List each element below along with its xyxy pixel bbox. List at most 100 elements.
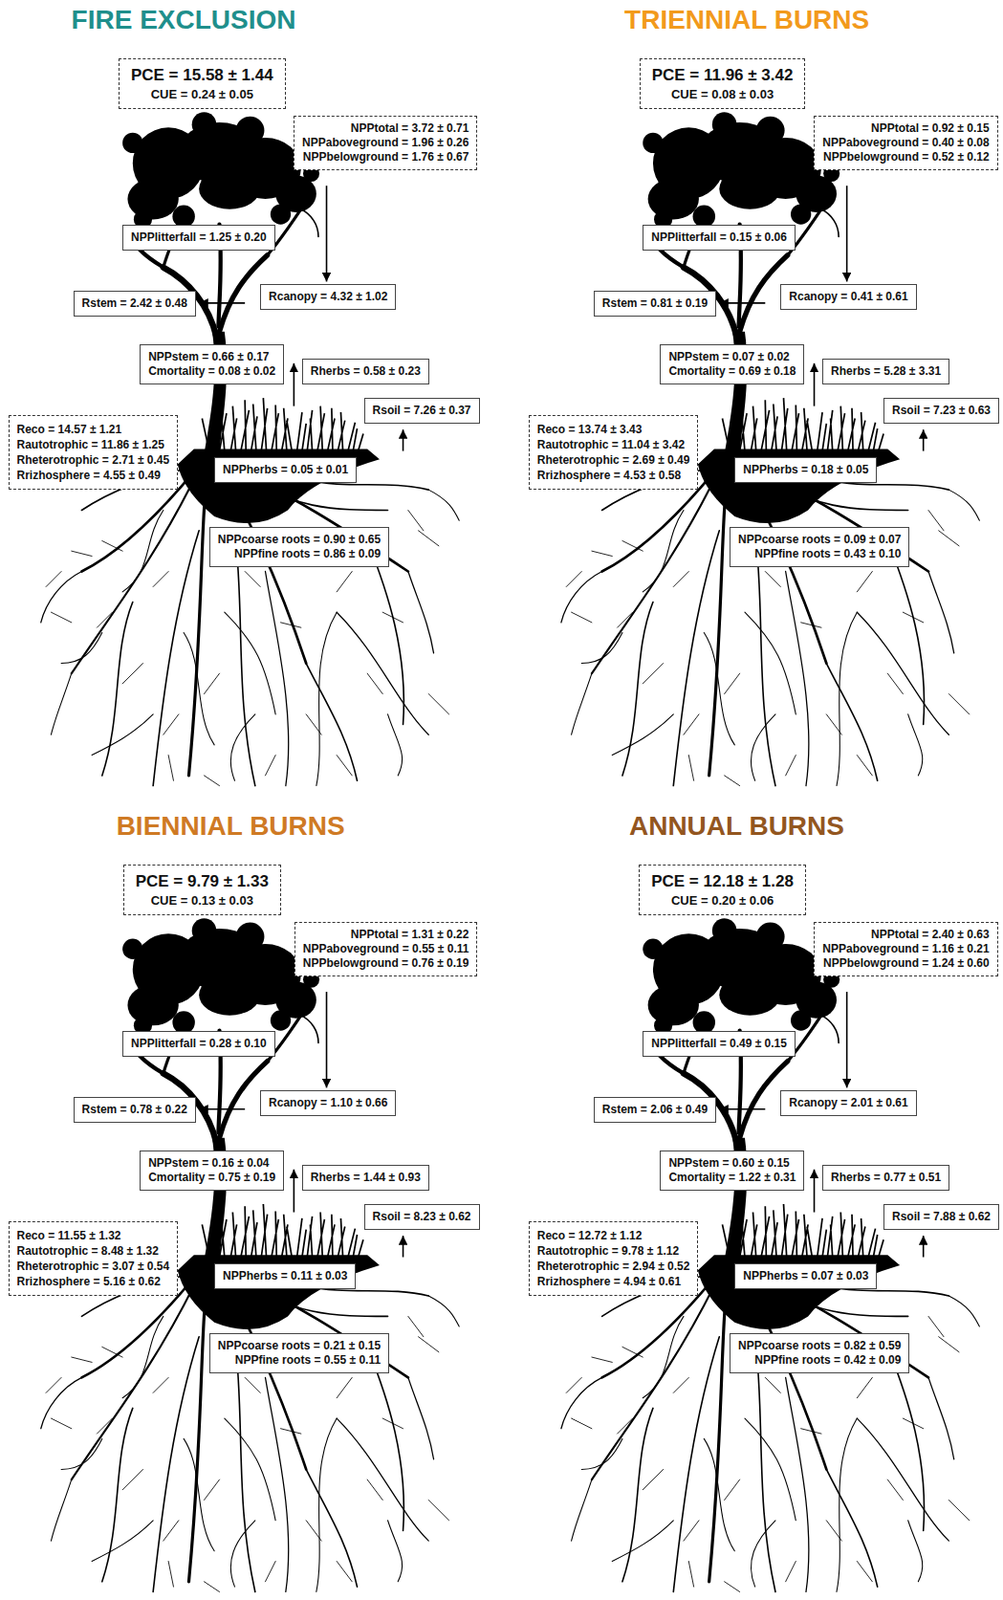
value-text: Rherbs = 5.28 ± 3.31 (830, 364, 941, 379)
value-text: NPPstem = 0.16 ± 0.04 (148, 1155, 276, 1171)
value-text: NPPlitterfall = 1.25 ± 0.20 (130, 230, 267, 245)
value-text: Rcanopy = 4.32 ± 1.02 (268, 289, 388, 305)
value-text: Rstem = 2.42 ± 0.48 (82, 296, 188, 311)
flux-box: Rherbs = 0.77 ± 0.51 (822, 1164, 950, 1191)
value-text: Rsoil = 7.23 ± 0.63 (892, 403, 991, 418)
value-text: PCE = 11.96 ± 3.42 (652, 65, 794, 87)
value-text: NPPcoarse roots = 0.09 ± 0.07 (738, 532, 901, 547)
panel-title: TRIENNIAL BURNS (624, 4, 870, 36)
value-text: NPPaboveground = 1.96 ± 0.26 (302, 135, 469, 151)
flux-box: Rstem = 0.81 ± 0.19 (593, 290, 717, 317)
value-text: Rrizhosphere = 4.53 ± 0.58 (537, 467, 691, 483)
flux-box: Rherbs = 1.44 ± 0.93 (302, 1164, 430, 1191)
flux-box: Rsoil = 7.88 ± 0.62 (883, 1203, 1000, 1230)
flux-box: Rherbs = 5.28 ± 3.31 (822, 358, 950, 385)
flux-box: Rcanopy = 1.10 ± 0.66 (260, 1090, 396, 1116)
value-text: Cmortality = 0.75 ± 0.19 (148, 1170, 276, 1185)
value-text: Rcanopy = 1.10 ± 0.66 (268, 1095, 388, 1111)
value-text: NPPherbs = 0.18 ± 0.05 (742, 462, 869, 478)
value-text: CUE = 0.08 ± 0.03 (652, 86, 794, 103)
summary-box: Reco = 11.55 ± 1.32Rautotrophic = 8.48 ±… (8, 1221, 179, 1296)
value-text: NPPstem = 0.60 ± 0.15 (668, 1155, 796, 1171)
flux-box: Rstem = 2.42 ± 0.48 (73, 290, 197, 317)
value-text: Reco = 13.74 ± 3.43 (537, 421, 691, 437)
flux-box: NPPlitterfall = 0.28 ± 0.10 (122, 1030, 276, 1057)
value-text: Cmortality = 1.22 ± 0.31 (668, 1170, 796, 1185)
value-text: Rheterotrophic = 3.07 ± 0.54 (17, 1258, 171, 1274)
flux-box: Rcanopy = 4.32 ± 1.02 (260, 283, 396, 310)
value-text: NPPlitterfall = 0.15 ± 0.06 (651, 230, 787, 245)
flux-box: NPPherbs = 0.18 ± 0.05 (734, 457, 877, 483)
value-text: Rstem = 2.06 ± 0.49 (602, 1102, 708, 1117)
value-text: NPPherbs = 0.11 ± 0.03 (222, 1268, 348, 1284)
value-text: CUE = 0.24 ± 0.05 (130, 86, 274, 103)
value-text: NPPherbs = 0.07 ± 0.03 (742, 1268, 869, 1284)
value-text: PCE = 15.58 ± 1.44 (130, 65, 274, 87)
flux-box: Rcanopy = 0.41 ± 0.61 (780, 283, 916, 310)
value-text: NPPstem = 0.66 ± 0.17 (148, 349, 276, 365)
value-text: Rheterotrophic = 2.94 ± 0.52 (537, 1258, 691, 1274)
flux-box: Rsoil = 8.23 ± 0.62 (364, 1203, 480, 1230)
value-text: NPPbelowground = 0.52 ± 0.12 (822, 150, 989, 165)
value-text: Rrizhosphere = 4.55 ± 0.49 (17, 467, 171, 483)
summary-box: PCE = 15.58 ± 1.44CUE = 0.24 ± 0.05 (118, 58, 286, 110)
value-text: NPPcoarse roots = 0.82 ± 0.59 (738, 1338, 901, 1353)
value-text: NPPaboveground = 1.16 ± 0.21 (822, 941, 989, 957)
value-text: NPPfine roots = 0.42 ± 0.09 (738, 1352, 901, 1368)
value-text: NPPtotal = 1.31 ± 0.22 (303, 927, 470, 942)
value-text: Cmortality = 0.08 ± 0.02 (148, 364, 276, 379)
value-text: NPPbelowground = 1.24 ± 0.60 (822, 956, 989, 971)
flux-box: NPPlitterfall = 1.25 ± 0.20 (122, 224, 276, 251)
value-text: Rsoil = 7.88 ± 0.62 (892, 1209, 991, 1224)
value-text: NPPherbs = 0.05 ± 0.01 (222, 462, 349, 478)
value-text: Reco = 11.55 ± 1.32 (17, 1227, 171, 1243)
value-text: Rrizhosphere = 5.16 ± 0.62 (17, 1273, 171, 1289)
flux-box: NPPstem = 0.16 ± 0.04Cmortality = 0.75 ±… (139, 1150, 284, 1191)
value-text: NPPbelowground = 0.76 ± 0.19 (303, 956, 470, 971)
value-text: Rheterotrophic = 2.69 ± 0.49 (537, 452, 691, 468)
flux-box: Rsoil = 7.23 ± 0.63 (883, 397, 1000, 424)
flux-box: NPPstem = 0.60 ± 0.15Cmortality = 1.22 ±… (659, 1150, 805, 1191)
value-text: CUE = 0.13 ± 0.03 (135, 892, 269, 909)
value-text: NPPtotal = 0.92 ± 0.15 (822, 121, 989, 136)
value-text: NPPcoarse roots = 0.90 ± 0.65 (218, 532, 381, 547)
flux-box: Rstem = 2.06 ± 0.49 (593, 1096, 717, 1123)
value-text: NPPaboveground = 0.55 ± 0.11 (303, 941, 470, 957)
value-text: NPPfine roots = 0.43 ± 0.10 (738, 546, 901, 562)
value-text: Rstem = 0.78 ± 0.22 (82, 1102, 188, 1117)
value-text: Rherbs = 1.44 ± 0.93 (310, 1170, 421, 1185)
flux-box: NPPcoarse roots = 0.09 ± 0.07NPPfine roo… (729, 526, 910, 567)
flux-box: NPPcoarse roots = 0.21 ± 0.15NPPfine roo… (209, 1332, 390, 1374)
flux-box: Rcanopy = 2.01 ± 0.61 (780, 1090, 916, 1116)
flux-box: NPPcoarse roots = 0.82 ± 0.59NPPfine roo… (729, 1332, 910, 1374)
summary-box: PCE = 9.79 ± 1.33CUE = 0.13 ± 0.03 (123, 864, 282, 916)
panel-title: BIENNIAL BURNS (116, 810, 346, 842)
summary-box: NPPtotal = 3.72 ± 0.71NPPaboveground = 1… (293, 115, 478, 171)
flux-box: Rstem = 0.78 ± 0.22 (73, 1096, 197, 1123)
flux-box: NPPlitterfall = 0.49 ± 0.15 (642, 1030, 796, 1057)
flux-box: NPPherbs = 0.05 ± 0.01 (214, 457, 357, 483)
summary-box: PCE = 12.18 ± 1.28CUE = 0.20 ± 0.06 (638, 864, 807, 916)
value-text: NPPcoarse roots = 0.21 ± 0.15 (218, 1338, 381, 1353)
value-text: NPPstem = 0.07 ± 0.02 (668, 349, 796, 365)
value-text: NPPbelowground = 1.76 ± 0.67 (302, 150, 469, 165)
value-text: Rsoil = 7.26 ± 0.37 (372, 403, 472, 418)
value-text: Reco = 12.72 ± 1.12 (537, 1227, 691, 1243)
value-text: NPPfine roots = 0.86 ± 0.09 (218, 546, 381, 562)
value-text: NPPaboveground = 0.40 ± 0.08 (822, 135, 989, 151)
value-text: Rherbs = 0.77 ± 0.51 (830, 1170, 941, 1185)
value-text: Rcanopy = 2.01 ± 0.61 (788, 1095, 908, 1111)
value-text: Rautotrophic = 11.86 ± 1.25 (17, 436, 171, 453)
value-text: Rheterotrophic = 2.71 ± 0.45 (17, 452, 171, 468)
value-text: Rautotrophic = 8.48 ± 1.32 (17, 1242, 171, 1259)
value-text: NPPtotal = 2.40 ± 0.63 (822, 927, 989, 942)
summary-box: Reco = 14.57 ± 1.21Rautotrophic = 11.86 … (8, 414, 179, 490)
summary-box: NPPtotal = 1.31 ± 0.22NPPaboveground = 0… (294, 921, 479, 977)
panel-title: ANNUAL BURNS (629, 810, 845, 842)
panel-title: FIRE EXCLUSION (71, 4, 297, 36)
value-text: Rautotrophic = 11.04 ± 3.42 (537, 436, 691, 453)
flux-box: NPPherbs = 0.07 ± 0.03 (734, 1263, 877, 1289)
value-text: Rstem = 0.81 ± 0.19 (602, 296, 708, 311)
flux-box: NPPstem = 0.07 ± 0.02Cmortality = 0.69 ±… (659, 344, 805, 385)
